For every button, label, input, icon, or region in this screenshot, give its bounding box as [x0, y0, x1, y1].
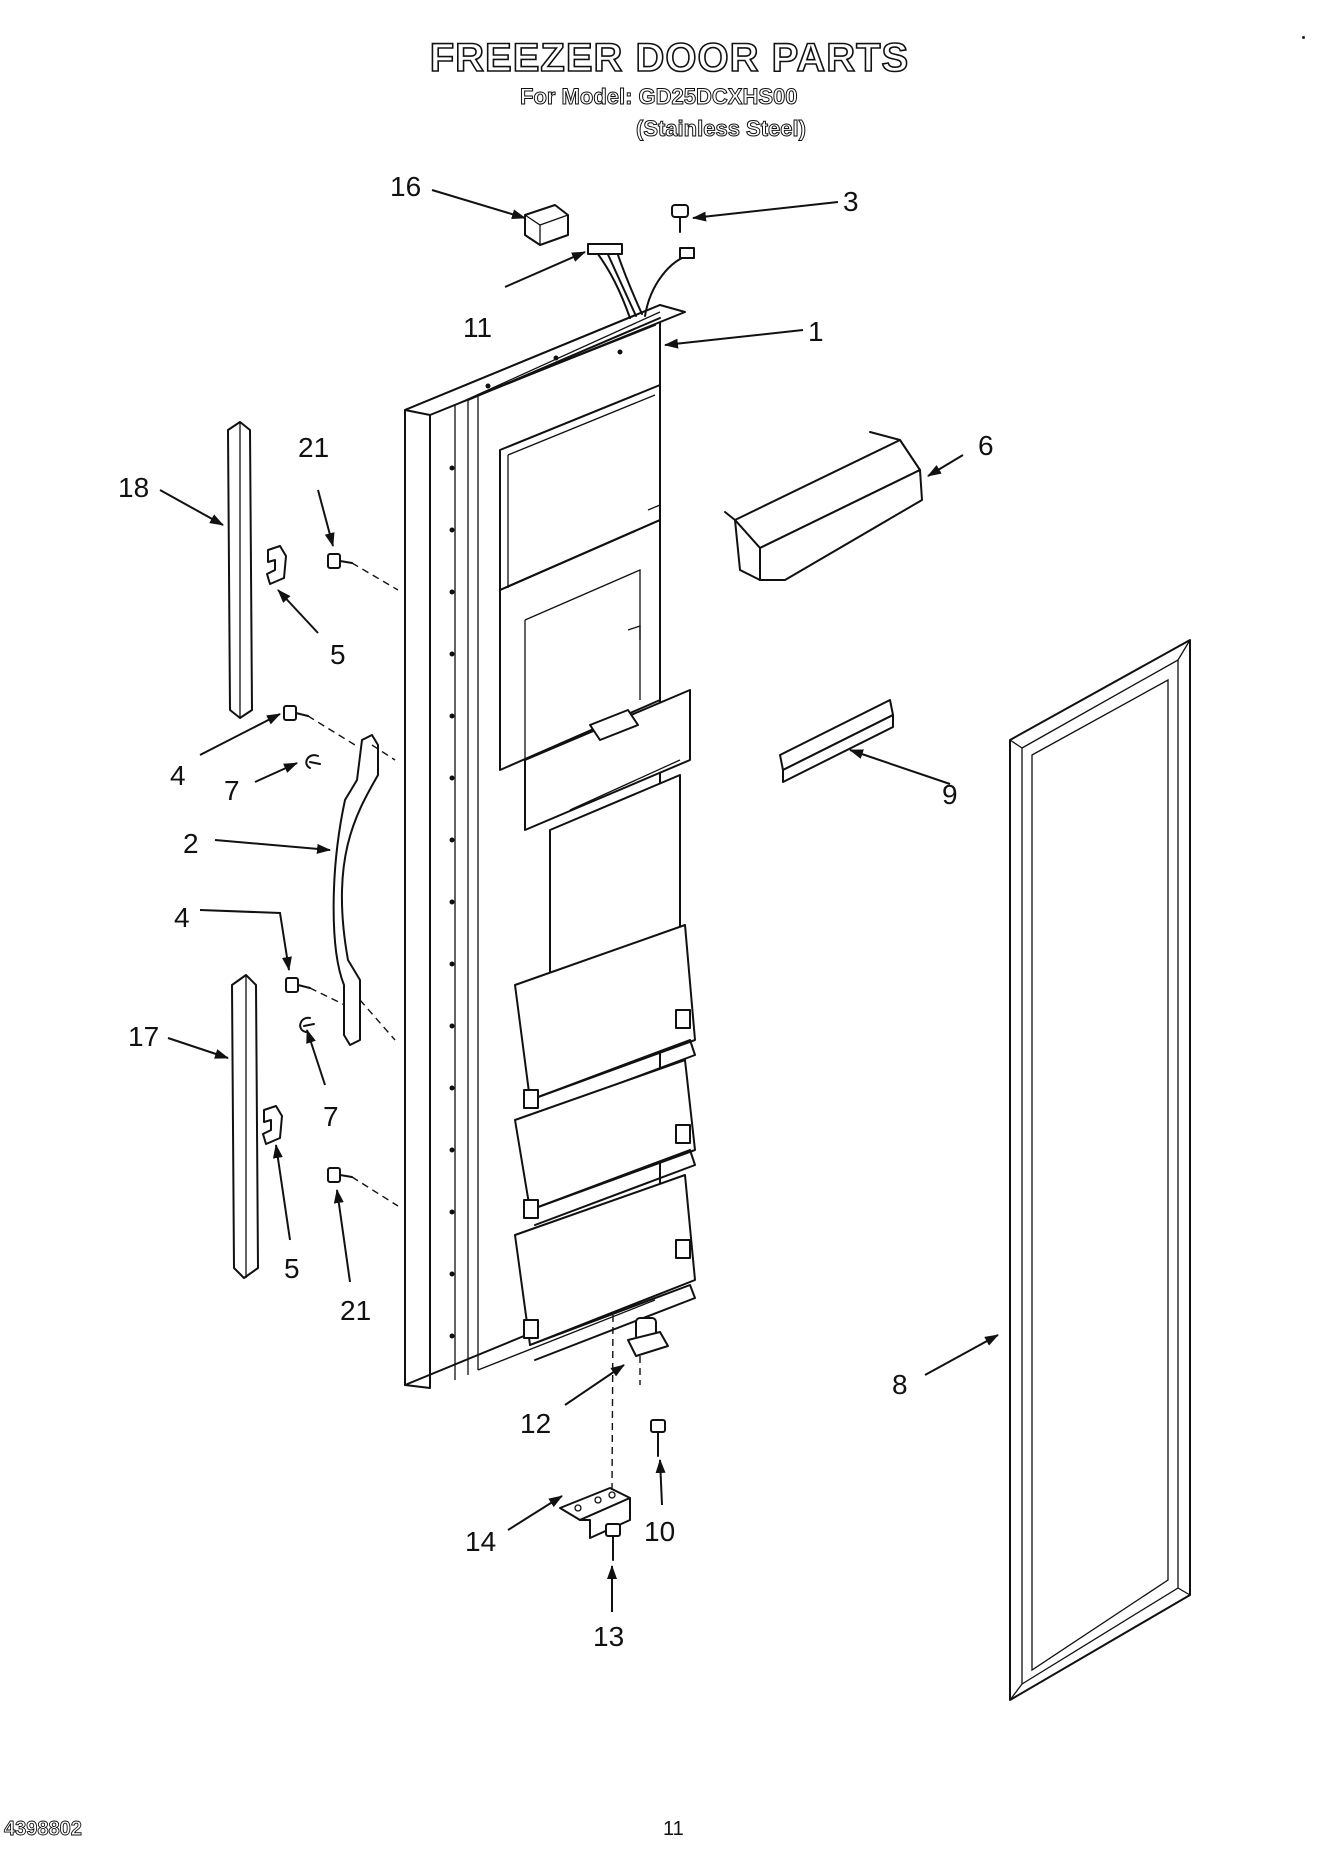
callout-5-lower: 5 — [284, 1253, 300, 1284]
hinge-pin-part — [627, 1317, 669, 1385]
trim-strip-part — [779, 699, 894, 783]
leader-arrows — [159, 189, 999, 1612]
callout-9: 9 — [942, 779, 958, 810]
screw-part-4-lower — [285, 977, 311, 993]
page-number: 11 — [663, 1818, 684, 1840]
callout-21-upper: 21 — [298, 432, 329, 463]
callout-7-lower: 7 — [323, 1101, 339, 1132]
callout-labels: 16 3 11 1 21 18 6 5 9 4 7 2 4 17 7 5 21 … — [118, 171, 994, 1652]
document-number: 4398802 — [4, 1818, 83, 1841]
callout-17: 17 — [128, 1021, 159, 1052]
freezer-door-assembly — [404, 304, 696, 1389]
door-handle-part — [332, 734, 396, 1046]
screw-part-13 — [605, 1523, 621, 1561]
door-gasket-part — [1009, 639, 1191, 1701]
finish-line: (Stainless Steel) — [636, 116, 807, 142]
callout-13: 13 — [593, 1621, 624, 1652]
clip-part-lower — [262, 1105, 283, 1145]
screw-part-10 — [650, 1419, 666, 1457]
callout-4-lower: 4 — [174, 902, 190, 933]
c-clip-part-lower — [299, 1016, 315, 1033]
screw-part-4-upper — [283, 705, 309, 721]
corner-mark — [1302, 36, 1305, 39]
wire-harness-part — [587, 243, 695, 319]
callout-8: 8 — [892, 1369, 908, 1400]
c-clip-part-upper — [305, 754, 321, 769]
callout-7-upper: 7 — [224, 775, 240, 806]
screw-part — [671, 204, 689, 233]
callout-16: 16 — [390, 171, 421, 202]
model-line: For Model: GD25DCXHS00 — [520, 84, 798, 110]
page-title: FREEZER DOOR PARTS — [429, 35, 910, 81]
callout-11: 11 — [463, 312, 492, 343]
callout-6: 6 — [978, 430, 994, 461]
callout-2: 2 — [183, 828, 199, 859]
hinge-part — [559, 1487, 631, 1539]
callout-1: 1 — [808, 316, 824, 347]
callout-14: 14 — [465, 1526, 496, 1557]
callout-4-upper: 4 — [170, 760, 186, 791]
left-trim-part-17 — [231, 974, 259, 1279]
connector-block-part — [524, 204, 569, 246]
clip-part-upper — [266, 545, 287, 585]
callout-21-lower: 21 — [340, 1295, 371, 1326]
screw-part-21-lower — [327, 1167, 353, 1183]
screw-part-21-upper — [327, 553, 353, 569]
callout-12: 12 — [520, 1408, 551, 1439]
callout-5-upper: 5 — [330, 639, 346, 670]
left-trim-part-18 — [227, 421, 253, 719]
callout-3: 3 — [843, 186, 859, 217]
callout-10: 10 — [644, 1516, 675, 1547]
door-bin-part — [724, 431, 923, 581]
callout-18: 18 — [118, 472, 149, 503]
